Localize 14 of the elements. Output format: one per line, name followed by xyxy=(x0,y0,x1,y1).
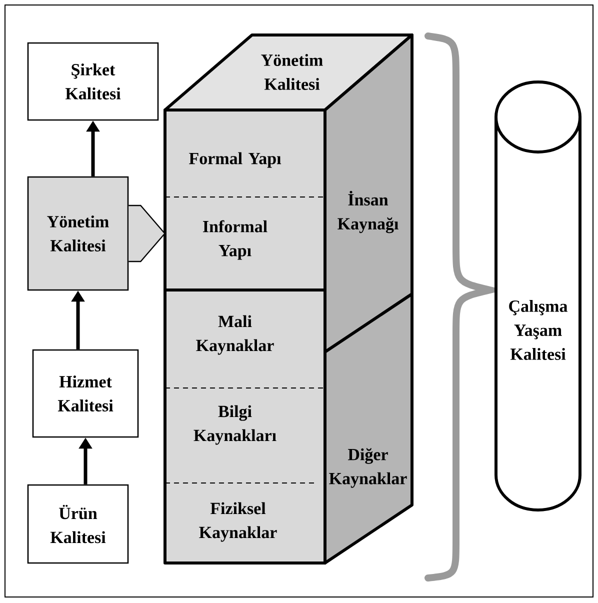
section-box: Mali Kaynaklar xyxy=(164,288,326,390)
quality-box: Hizmet Kalitesi xyxy=(32,349,139,438)
node-label: Çalışma Yaşam Kalitesi xyxy=(509,300,568,360)
connector-arrow xyxy=(128,204,166,262)
cube-face: Diğer Kaynaklar xyxy=(324,292,414,564)
quality-box: Şirket Kalitesi xyxy=(27,42,159,121)
section-box: Fiziksel Kaynaklar xyxy=(164,482,326,564)
cube-face: İnsan Kaynağı xyxy=(324,34,414,354)
cylinder: Çalışma Yaşam Kalitesi xyxy=(494,80,582,512)
section-box: Bilgi Kaynakları xyxy=(164,386,326,484)
node-label: Formal Yapı xyxy=(189,152,282,168)
node-label: Bilgi Kaynakları xyxy=(194,405,276,445)
section-box: Formal Yapı xyxy=(164,108,326,198)
quality-box: Ürün Kalitesi xyxy=(27,484,129,564)
